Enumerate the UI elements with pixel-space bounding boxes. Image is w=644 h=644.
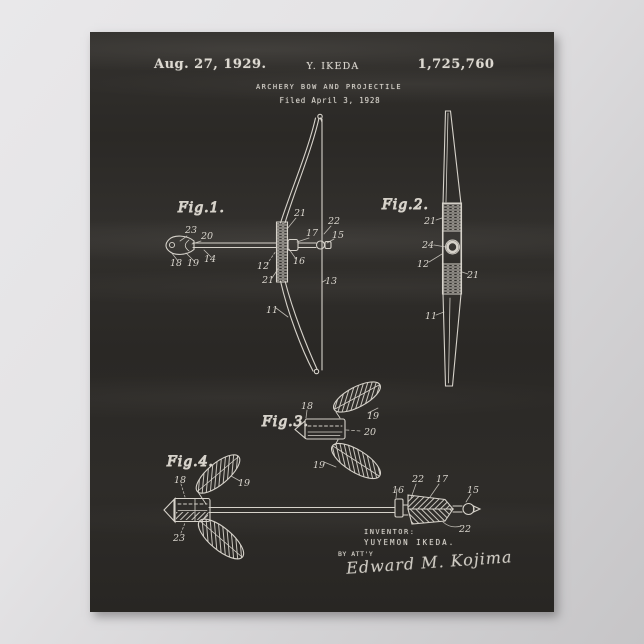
ref-label: 22 (411, 474, 424, 485)
fig1-bow-drawing: Fig.1. (166, 114, 344, 373)
fig4-caption: Fig.4. (166, 454, 214, 470)
fig3-leader-lines (306, 408, 378, 467)
ref-label: 16 (293, 256, 305, 267)
ref-label: 18 (174, 475, 186, 486)
inventor-short-name: Y. IKEDA (306, 61, 360, 72)
ref-label: 20 (200, 231, 213, 242)
ref-label: 24 (421, 240, 434, 251)
fig2-leader-lines (429, 218, 468, 315)
ref-label: 21 (293, 208, 306, 219)
fig2-caption: Fig.2. (381, 197, 429, 213)
patent-drawing-canvas: Fig.1. (90, 32, 554, 612)
ref-label: 23 (184, 225, 197, 236)
ref-label: 17 (436, 474, 449, 485)
by-attorney-label: BY ATT'Y (338, 550, 374, 558)
fig3-caption: Fig.3. (261, 414, 309, 430)
ref-label: 11 (425, 311, 437, 322)
fig4-leader-lines (181, 476, 471, 533)
fig1-reference-numerals: 23 20 21 17 22 15 18 19 14 12 16 21 13 1… (170, 208, 344, 316)
ref-label: 19 (238, 478, 250, 489)
ref-label: 11 (266, 305, 278, 316)
patent-title: ARCHERY BOW AND PROJECTILE (256, 83, 402, 91)
ref-label: 12 (417, 259, 429, 270)
inventor-fullname: YUYEMON IKEDA. (364, 538, 456, 547)
ref-label: 19 (313, 460, 325, 471)
fig3-reference-numerals: 18 19 20 19 (301, 401, 379, 471)
ref-label: 21 (423, 216, 436, 227)
fig4-arrow-drawing: Fig.4. (164, 453, 480, 566)
fig3-fletching-drawing: Fig.3. 18 19 20 19 (260, 376, 386, 485)
ref-label: 18 (170, 258, 182, 269)
patent-date: Aug. 27, 1929. (154, 57, 267, 72)
fig4-reference-numerals: 18 19 23 16 22 17 15 22 (172, 474, 479, 544)
inventor-label: INVENTOR: (364, 528, 416, 536)
ref-label: 23 (172, 533, 185, 544)
ref-label: 21 (261, 275, 274, 286)
patent-number: 1,725,760 (417, 57, 495, 72)
ref-label: 21 (466, 270, 479, 281)
ref-label: 22 (327, 216, 340, 227)
ref-label: 17 (306, 228, 319, 239)
ref-label: 19 (187, 258, 199, 269)
ref-label: 15 (332, 230, 344, 241)
fig2-bow-side-view-drawing: Fig.2. 21 24 12 21 11 (380, 111, 479, 386)
fig1-leader-lines (171, 218, 334, 317)
ref-label: 19 (367, 411, 379, 422)
ref-label: 18 (301, 401, 313, 412)
ref-label: 14 (204, 254, 216, 265)
patent-art-poster: Aug. 27, 1929. Y. IKEDA 1,725,760 ARCHER… (90, 32, 554, 612)
ref-label: 15 (467, 485, 479, 496)
ref-label: 12 (257, 261, 269, 272)
fig2-reference-numerals: 21 24 12 21 11 (417, 216, 479, 322)
fig1-caption: Fig.1. (177, 200, 225, 216)
ref-label: 13 (325, 276, 337, 287)
ref-label: 16 (392, 485, 404, 496)
filed-date: Filed April 3, 1928 (279, 96, 381, 105)
ref-label: 20 (363, 427, 376, 438)
ref-label: 22 (458, 524, 471, 535)
